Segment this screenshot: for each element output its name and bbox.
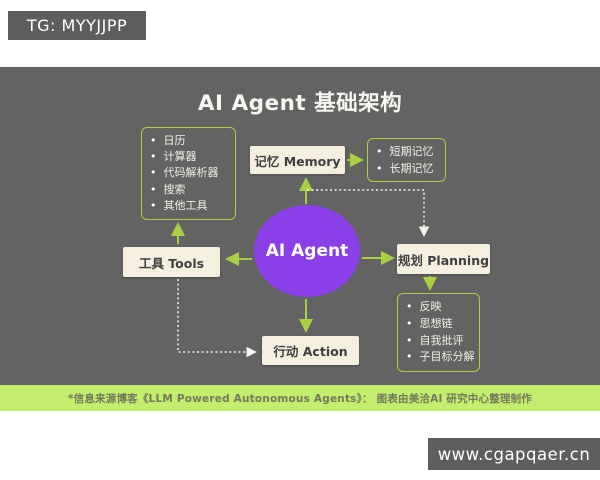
list-item-label: 思想链 [419, 316, 453, 330]
list-item-label: 其他工具 [163, 198, 208, 212]
list-item-label: 长期记忆 [389, 162, 434, 175]
tools-node: 工具 Tools [123, 247, 220, 277]
list-item: • 短期记忆 [376, 143, 439, 160]
list-item: • 长期记忆 [376, 160, 439, 177]
memory-node: 记忆 Memory [250, 146, 345, 174]
tool-examples-list: • 日历 • 计算器 • 代码解析器 • 搜索 • 其他工具 [141, 127, 236, 221]
bullet-icon: • [376, 145, 383, 158]
website-badge: www.cgapqaer.cn [428, 438, 600, 470]
ai-agent-node: AI Agent [254, 205, 360, 297]
list-item: • 自我批评 [406, 333, 473, 350]
list-item: • 思想链 [406, 316, 473, 333]
list-item: • 搜索 [150, 182, 229, 198]
list-item: • 计算器 [150, 149, 229, 165]
list-item-label: 代码解析器 [163, 166, 219, 180]
list-item-label: 日历 [163, 134, 186, 147]
bullet-icon: • [406, 333, 413, 347]
list-item: • 代码解析器 [150, 165, 229, 181]
list-item-label: 自我批评 [419, 333, 464, 347]
list-item-label: 短期记忆 [389, 145, 434, 158]
bullet-icon: • [150, 150, 157, 164]
bullet-icon: • [406, 300, 413, 313]
bullet-icon: • [406, 350, 413, 364]
planning-node: 规划 Planning [397, 244, 490, 274]
bullet-icon: • [376, 162, 383, 175]
bullet-icon: • [150, 166, 157, 180]
action-node: 行动 Action [262, 336, 359, 365]
list-item-label: 搜索 [163, 182, 186, 196]
memory-types-list: • 短期记忆 • 长期记忆 [367, 138, 446, 182]
bullet-icon: • [150, 198, 157, 212]
bullet-icon: • [406, 316, 413, 330]
planning-methods-list: • 反映 • 思想链 • 自我批评 • 子目标分解 [397, 293, 480, 373]
telegram-badge: TG: MYYJJPP [8, 11, 146, 40]
bullet-icon: • [150, 134, 157, 147]
list-item: • 反映 [406, 299, 473, 316]
list-item-label: 计算器 [163, 150, 197, 164]
list-item-label: 子目标分解 [419, 350, 475, 364]
source-note-strip: *信息来源博客《LLM Powered Autonomous Agents》： … [0, 385, 600, 411]
diagram-title: AI Agent 基础架构 [197, 91, 403, 116]
bullet-icon: • [150, 182, 157, 196]
list-item: • 其他工具 [150, 198, 229, 214]
list-item: • 日历 [150, 133, 229, 149]
list-item-label: 反映 [419, 300, 442, 313]
list-item: • 子目标分解 [406, 349, 475, 366]
